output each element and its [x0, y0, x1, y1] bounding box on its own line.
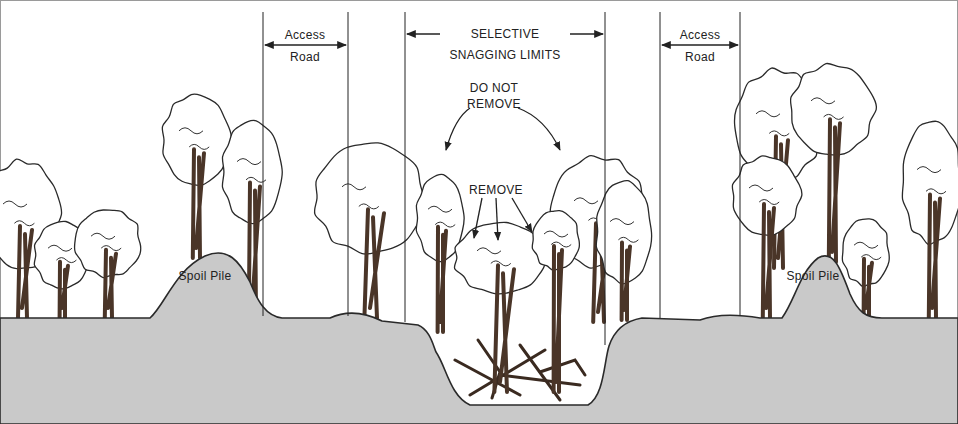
tree-group: [454, 211, 579, 392]
dimension-label: SELECTIVE SNAGGING LIMITS: [443, 24, 568, 66]
limit-line: [605, 12, 606, 345]
dimension-arrow: [265, 44, 346, 45]
leaf-texture: [610, 219, 638, 243]
limit-lines: [263, 12, 740, 345]
tree: [74, 210, 140, 318]
tree-trunk: [829, 119, 840, 262]
leaf-texture: [854, 242, 881, 259]
leaf-texture: [179, 128, 209, 150]
tree: [532, 211, 579, 392]
tree-canopy: [222, 120, 282, 223]
leader-arrow: [474, 198, 482, 238]
terrain-label: Spoil Pile: [773, 268, 853, 284]
callout-label: REMOVE: [461, 182, 531, 198]
fallen-branch: [540, 360, 585, 375]
tree: [902, 121, 958, 318]
tree-canopy: [162, 94, 231, 185]
tree: [314, 143, 424, 318]
terrain-label: Spoil Pile: [165, 268, 245, 284]
leader-arrows: [446, 108, 560, 240]
leaf-texture: [91, 233, 121, 250]
dimension-label: Access Road: [672, 24, 728, 68]
tree-trunk: [193, 149, 204, 258]
leaf-texture: [477, 248, 511, 266]
tree-trunk: [554, 246, 562, 392]
tree-trunk: [494, 265, 514, 392]
tree-canopy: [314, 143, 424, 254]
leader-arrow: [512, 198, 532, 232]
dimension-arrow: [407, 33, 440, 34]
tree-canopy: [454, 222, 545, 293]
tree-trunk: [438, 227, 446, 332]
leader-arrow: [518, 108, 560, 150]
leaf-texture: [428, 206, 455, 227]
tree-trunk: [364, 209, 384, 318]
limit-line: [348, 12, 349, 316]
limit-line: [740, 12, 741, 316]
leaf-texture: [544, 231, 571, 247]
tree-trunk: [622, 242, 630, 320]
leader-arrow: [496, 198, 498, 240]
tree-trunk: [929, 194, 940, 318]
tree-trunk: [60, 262, 68, 318]
leaf-texture: [48, 245, 76, 262]
tree-trunk: [105, 250, 116, 318]
fallen-log: [500, 375, 580, 385]
leaf-texture: [756, 111, 789, 136]
tree: [732, 156, 802, 318]
leaf-texture: [811, 98, 844, 120]
tree-trunk: [864, 259, 872, 318]
leaf-texture: [749, 185, 779, 205]
tree-trunk: [763, 204, 774, 318]
leaf-texture: [237, 159, 266, 183]
tree: [162, 94, 231, 258]
dimension-arrow: [662, 44, 738, 45]
limit-line: [405, 12, 406, 322]
limit-line: [660, 12, 661, 318]
channel-debris: [455, 340, 585, 400]
leaf-texture: [917, 167, 946, 194]
dimension-label: Access Road: [277, 24, 333, 68]
leader-arrow: [446, 108, 470, 150]
leaf-texture: [3, 201, 34, 226]
dimension-arrow: [570, 33, 603, 34]
tree-trunk: [18, 226, 32, 318]
callout-label: DO NOT REMOVE: [458, 80, 530, 112]
limit-line: [263, 12, 264, 316]
